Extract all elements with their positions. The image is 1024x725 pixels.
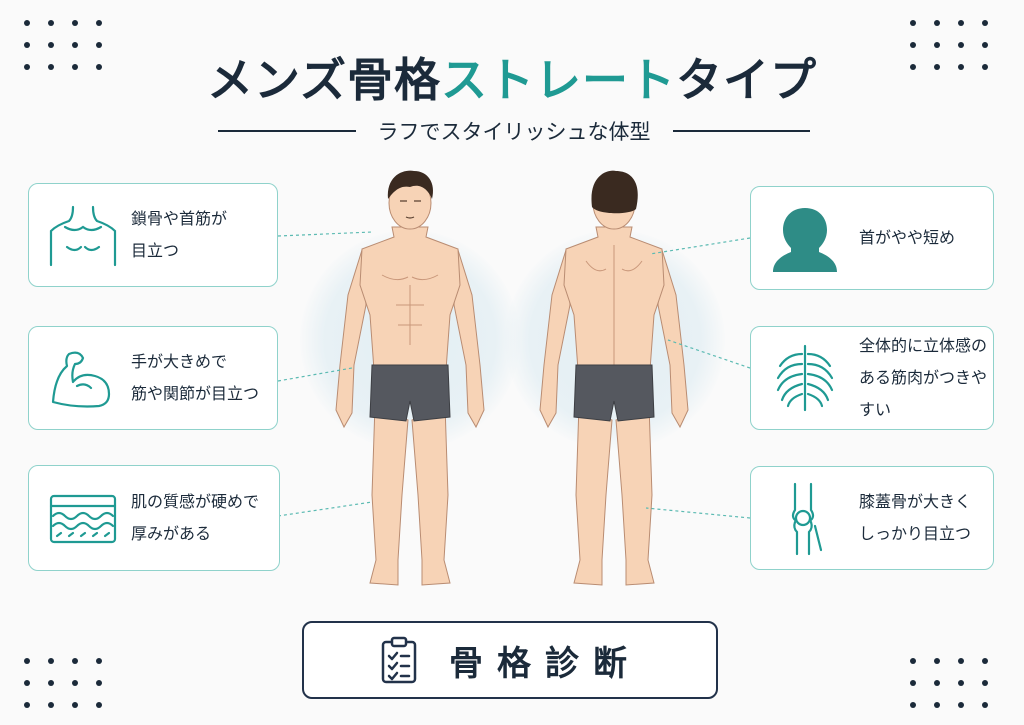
dot-grid-bottom-right xyxy=(910,658,988,708)
arm-muscle-icon xyxy=(51,351,111,408)
card-text-line2: 目立つ xyxy=(131,241,180,260)
card-text-line2: 厚みがある xyxy=(131,524,212,543)
ribcage-icon xyxy=(776,344,834,412)
feature-card-collarbone: 鎖骨や首筋が目立つ xyxy=(28,183,278,287)
card-text-line1: 全体的に立体感の xyxy=(859,336,988,355)
diagnosis-button[interactable]: 骨格診断 xyxy=(302,621,718,699)
head-silhouette-icon xyxy=(773,208,837,272)
card-text-line1: 鎖骨や首筋が xyxy=(131,209,228,228)
title-part-1: メンズ骨格 xyxy=(206,53,442,107)
subtitle: ラフでスタイリッシュな体型 xyxy=(377,120,651,144)
subtitle-line-right xyxy=(672,130,810,132)
knee-icon xyxy=(791,482,823,556)
dot-grid-top-left xyxy=(24,20,102,70)
card-text-line1: 首がやや短め xyxy=(859,228,956,247)
title-accent: ストレート xyxy=(441,53,677,107)
dot-grid-bottom-left xyxy=(24,658,102,708)
card-text-line1: 手が大きめで xyxy=(131,352,228,371)
title-part-2: タイプ xyxy=(676,53,818,107)
feature-card-hands: 手が大きめで筋や関節が目立つ xyxy=(28,326,278,430)
card-text-line2: ある筋肉がつきやすい xyxy=(859,368,988,419)
subtitle-line-left xyxy=(218,130,356,132)
collarbone-icon xyxy=(49,205,117,267)
page-title: メンズ骨格ストレートタイプ xyxy=(0,44,1024,110)
card-text-line1: 膝蓋骨が大きく xyxy=(859,492,972,511)
subtitle-row: ラフでスタイリッシュな体型 xyxy=(218,116,810,146)
front-body-figure xyxy=(335,170,485,586)
skin-layer-icon xyxy=(49,494,117,544)
feature-card-skin: 肌の質感が硬めで厚みがある xyxy=(28,465,280,571)
diagnosis-button-label: 骨格診断 xyxy=(449,643,641,684)
clipboard-checklist-icon xyxy=(381,636,417,684)
card-text-line1: 肌の質感が硬めで xyxy=(131,492,260,511)
dot-grid-top-right xyxy=(910,20,988,70)
feature-card-neck: 首がやや短め xyxy=(750,186,994,290)
feature-card-knee: 膝蓋骨が大きくしっかり目立つ xyxy=(750,466,994,570)
card-text-line2: しっかり目立つ xyxy=(859,524,972,543)
back-body-figure xyxy=(539,170,689,586)
card-text-line2: 筋や関節が目立つ xyxy=(131,384,260,403)
feature-card-muscle: 全体的に立体感のある筋肉がつきやすい xyxy=(750,326,994,430)
